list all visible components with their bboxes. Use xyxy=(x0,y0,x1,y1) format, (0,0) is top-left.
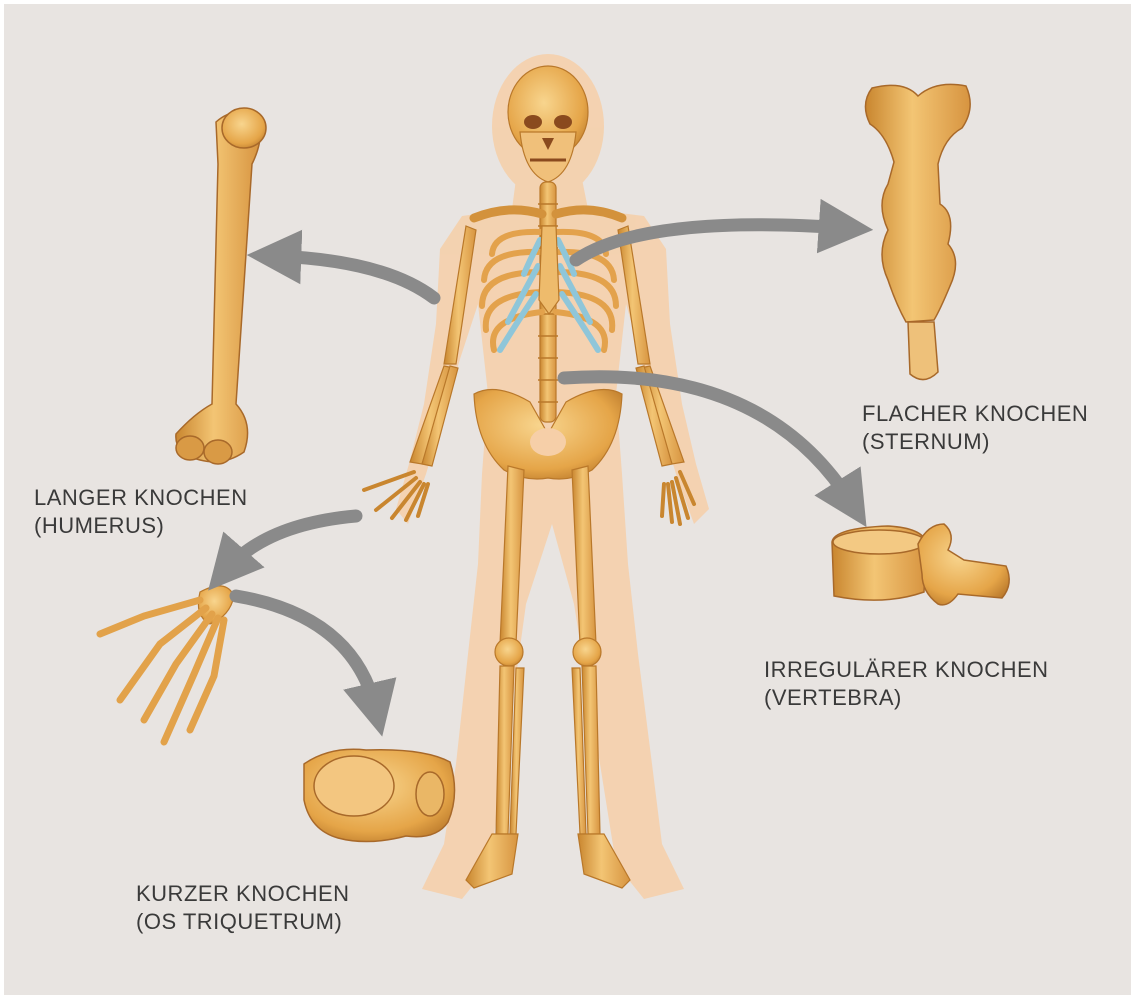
label-short-bone: KURZER KNOCHEN (OS TRIQUETRUM) xyxy=(136,880,350,936)
label-short-bone-example: (OS TRIQUETRUM) xyxy=(136,908,350,936)
triquetrum-bone xyxy=(304,749,455,841)
label-long-bone-example: (HUMERUS) xyxy=(34,512,248,540)
label-irregular-bone-example: (VERTEBRA) xyxy=(764,684,1049,712)
label-flat-bone: FLACHER KNOCHEN (STERNUM) xyxy=(862,400,1088,456)
label-long-bone: LANGER KNOCHEN (HUMERUS) xyxy=(34,484,248,540)
label-short-bone-name: KURZER KNOCHEN xyxy=(136,880,350,908)
arrow-to-triquetrum xyxy=(236,596,376,710)
label-irregular-bone: IRREGULÄRER KNOCHEN (VERTEBRA) xyxy=(764,656,1049,712)
label-flat-bone-example: (STERNUM) xyxy=(862,428,1088,456)
label-long-bone-name: LANGER KNOCHEN xyxy=(34,484,248,512)
label-flat-bone-name: FLACHER KNOCHEN xyxy=(862,400,1088,428)
sternum-bone xyxy=(865,84,970,379)
vertebra-bone xyxy=(832,524,1009,605)
hand-bones xyxy=(100,586,234,742)
label-irregular-bone-name: IRREGULÄRER KNOCHEN xyxy=(764,656,1049,684)
humerus-bone xyxy=(176,108,266,464)
arrow-to-humerus xyxy=(274,256,434,298)
bone-types-diagram: LANGER KNOCHEN (HUMERUS) FLACHER KNOCHEN… xyxy=(4,4,1131,995)
